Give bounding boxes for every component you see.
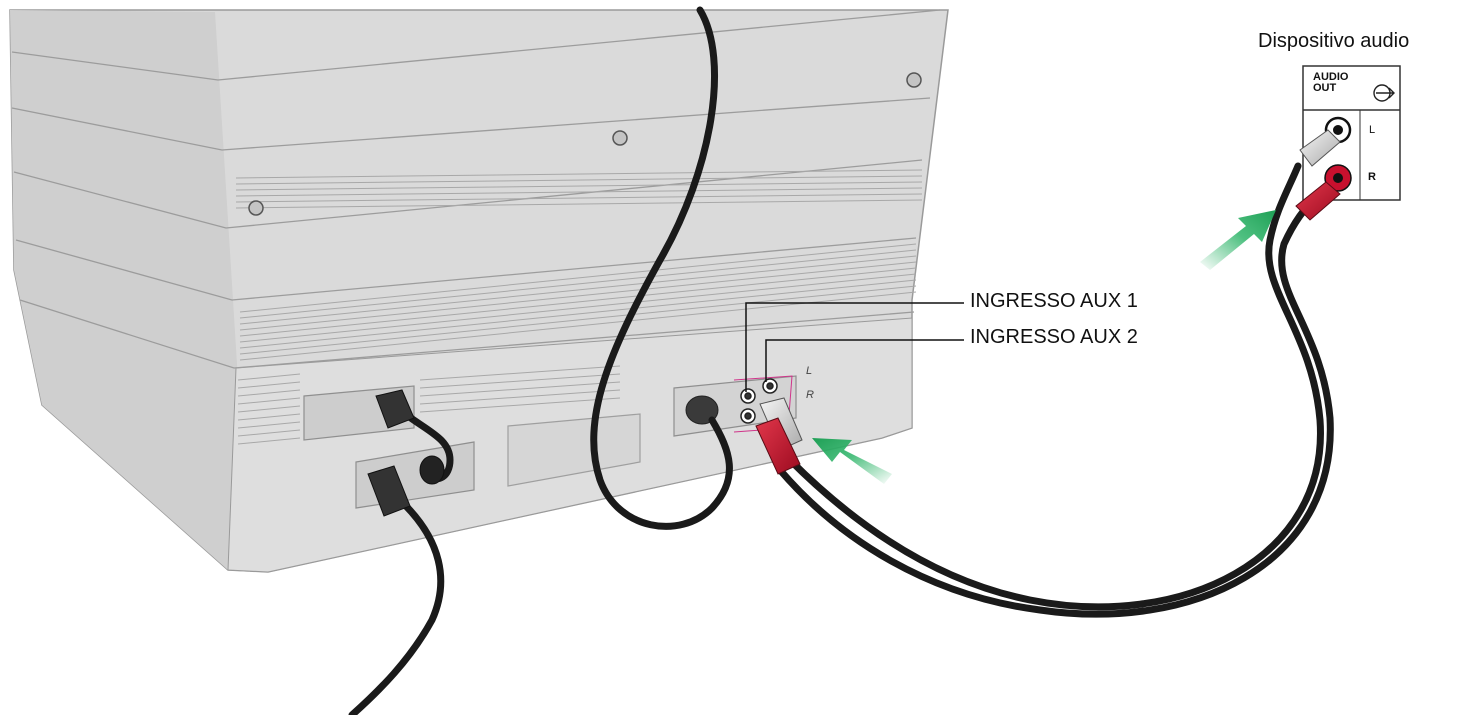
rca-cable-white <box>786 162 1324 611</box>
unit-side-face <box>10 10 250 572</box>
rca-cable-red <box>776 192 1334 618</box>
unit-jack-right-label: R <box>806 389 814 401</box>
plug-red-icon <box>755 417 801 475</box>
panel-label-out: OUT <box>1313 82 1337 94</box>
unit-rca-plugs <box>755 397 803 475</box>
audio-device-panel <box>1295 65 1401 221</box>
callout-aux-input-1: INGRESSO AUX 1 <box>970 290 1138 312</box>
callout-aux-input-2: INGRESSO AUX 2 <box>970 326 1138 348</box>
device-jack-right <box>1324 164 1352 192</box>
top-cable <box>590 6 733 530</box>
device-jack-right-label: R <box>1368 171 1376 183</box>
device-jack-left-label: L <box>1369 124 1376 136</box>
screw-icon <box>248 72 922 216</box>
round-connector <box>685 395 719 425</box>
audio-device-title: Dispositivo audio <box>1258 30 1410 52</box>
panel-label-audio: AUDIO <box>1313 71 1349 83</box>
power-plug-icon <box>367 389 445 517</box>
insert-arrow-icon <box>812 438 892 484</box>
leader-lines <box>745 302 964 392</box>
power-cable-lower <box>348 500 445 719</box>
vent-slots <box>235 169 923 445</box>
unit-rca-jacks <box>740 378 778 424</box>
output-arrow-icon <box>1373 84 1395 102</box>
cables <box>348 6 1334 719</box>
plug-red-icon <box>1295 181 1341 221</box>
panel-lines <box>11 9 941 369</box>
insert-arrow-icon <box>1200 210 1276 270</box>
speaker-unit <box>9 9 949 573</box>
unit-jack-left-label: L <box>806 365 813 377</box>
plug-white-icon <box>1299 129 1341 167</box>
